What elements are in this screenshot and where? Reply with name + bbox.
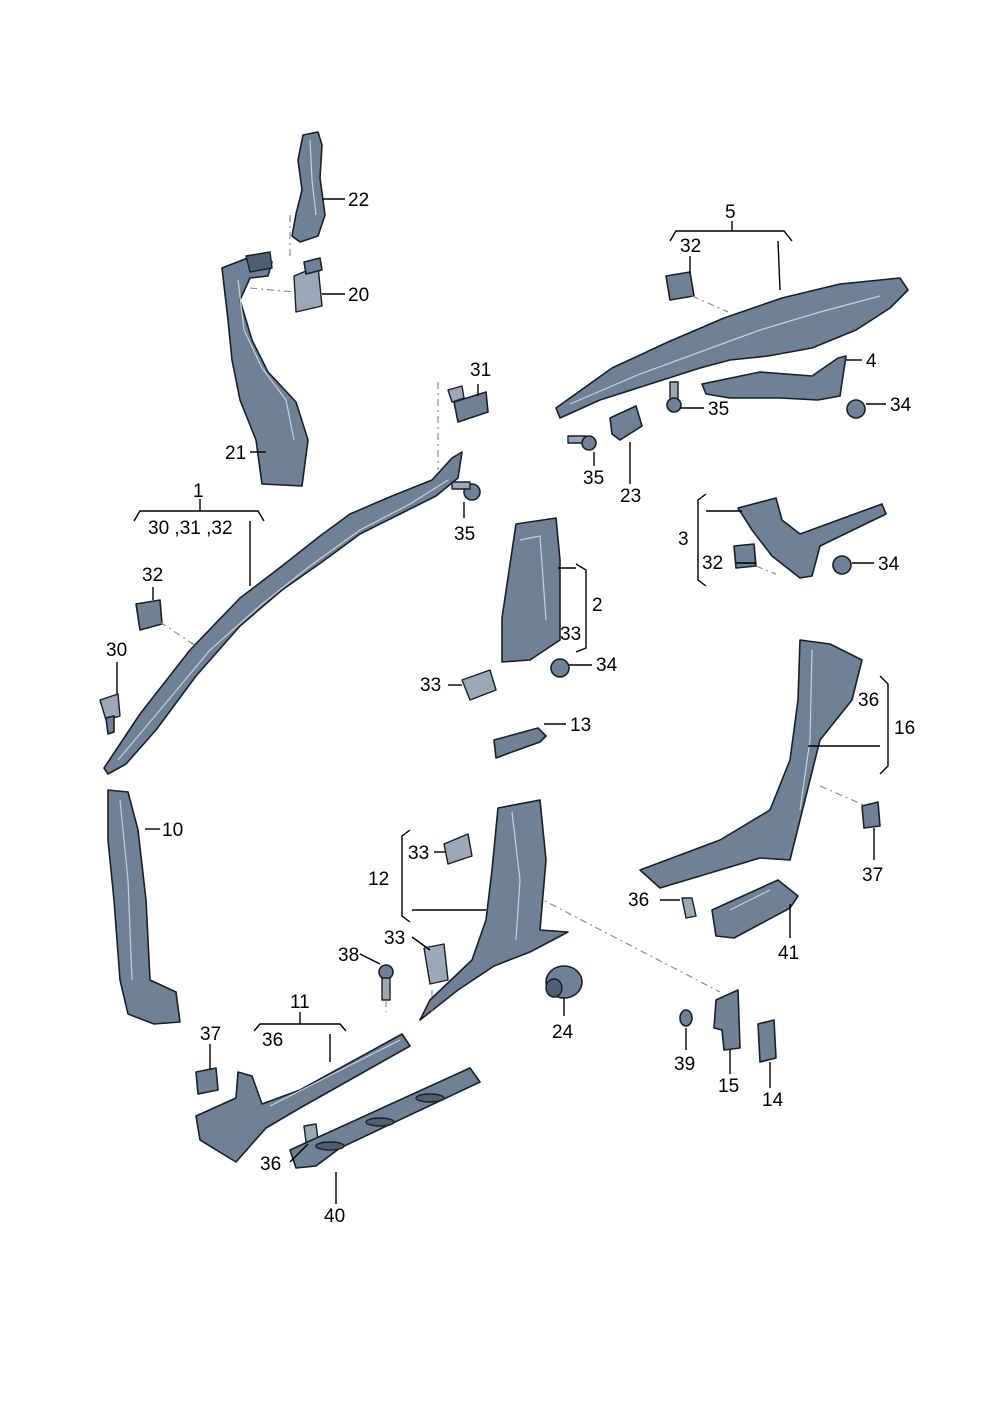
part-41-bracket — [711, 879, 799, 939]
label-2: 2 — [592, 595, 603, 616]
part-10-a-pillar-lower — [107, 789, 181, 1025]
part-4-trim-strip — [701, 355, 847, 401]
label-36-bottom: 36 — [260, 1154, 281, 1175]
part-40-sill-plate — [289, 1067, 481, 1169]
part-21-air-duct-lower — [221, 251, 309, 487]
label-20: 20 — [348, 285, 369, 306]
label-39: 39 — [674, 1054, 695, 1075]
label-33-clip: 33 — [420, 675, 441, 696]
label-5: 5 — [725, 202, 736, 223]
part-39-plug — [679, 1009, 693, 1027]
label-3: 3 — [678, 529, 689, 550]
label-4: 4 — [866, 351, 877, 372]
part-33-clip-c — [423, 943, 449, 985]
part-16-rear-pillar-trim — [639, 639, 863, 889]
part-33-clip-b — [443, 833, 473, 865]
label-11: 11 — [290, 992, 310, 1013]
part-3-quarter-trim — [737, 497, 887, 579]
label-11-sub: 36 — [262, 1030, 283, 1051]
part-5-c-pillar-trim — [555, 277, 909, 419]
label-23: 23 — [620, 486, 641, 507]
label-1: 1 — [193, 481, 204, 502]
part-32-clip-left — [135, 599, 163, 631]
part-34-nut-c — [550, 658, 570, 678]
label-41: 41 — [778, 943, 799, 964]
part-32-clip-top — [665, 271, 695, 301]
label-37-left: 37 — [200, 1024, 221, 1045]
part-35-bolt-c — [567, 435, 597, 451]
label-12: 12 — [368, 869, 389, 890]
label-1-sub: 30 ,31 ,32 — [148, 518, 233, 539]
label-35-right: 35 — [708, 399, 729, 420]
part-2-b-pillar-upper — [501, 517, 561, 663]
part-13-cover — [493, 727, 547, 759]
label-15: 15 — [718, 1076, 739, 1097]
part-36-pin-right — [681, 897, 697, 919]
label-31: 31 — [470, 360, 491, 381]
callout-labels: 22 20 21 31 1 30 ,31 ,32 32 30 35 10 5 3… — [106, 190, 915, 1227]
part-31-clip — [447, 385, 489, 423]
label-32-left: 32 — [142, 565, 163, 586]
part-37-clip-left — [195, 1067, 219, 1095]
part-20-clip — [293, 257, 323, 313]
label-34-top: 34 — [890, 395, 912, 416]
label-34-b-pillar: 34 — [596, 655, 618, 676]
label-22: 22 — [348, 190, 369, 211]
label-37-right: 37 — [862, 865, 883, 886]
part-1-a-pillar-trim — [103, 451, 463, 775]
part-35-bolt-b — [666, 381, 682, 413]
label-13: 13 — [570, 715, 591, 736]
part-33-clip-a — [461, 669, 497, 701]
label-32-top: 32 — [680, 236, 701, 257]
part-37-clip-right — [861, 801, 881, 829]
label-16: 16 — [894, 718, 915, 739]
label-33-lower: 33 — [384, 928, 405, 949]
part-12-b-pillar-lower — [419, 799, 569, 1021]
part-14-cover — [757, 1019, 777, 1063]
label-10: 10 — [162, 820, 183, 841]
label-38: 38 — [338, 945, 359, 966]
part-11-sill-trim — [195, 1033, 411, 1163]
label-36-bracket: 36 — [858, 690, 879, 711]
part-38-screw — [378, 964, 394, 1001]
label-33-b-pillar: 33 — [560, 624, 581, 645]
part-35-bolt-a — [451, 481, 481, 501]
label-40: 40 — [324, 1206, 345, 1227]
label-35-left: 35 — [454, 524, 475, 545]
part-34-nut-b — [832, 555, 852, 575]
part-32-clip-mid — [733, 543, 757, 569]
part-15-bracket — [713, 989, 741, 1051]
part-22-air-duct-upper — [291, 131, 326, 243]
label-14: 14 — [762, 1090, 784, 1111]
label-30: 30 — [106, 640, 127, 661]
leader-lines — [116, 198, 889, 1204]
label-32-mid: 32 — [702, 553, 723, 574]
part-24-grommet — [545, 965, 583, 999]
label-35-center: 35 — [583, 468, 604, 489]
part-34-nut-a — [846, 399, 866, 419]
label-34-mid: 34 — [878, 554, 900, 575]
label-24: 24 — [552, 1022, 574, 1043]
label-33-upper: 33 — [408, 843, 429, 864]
part-23-bracket — [609, 405, 643, 441]
part-30-push-pin — [99, 693, 121, 735]
label-36-right: 36 — [628, 890, 649, 911]
label-21: 21 — [225, 443, 246, 464]
